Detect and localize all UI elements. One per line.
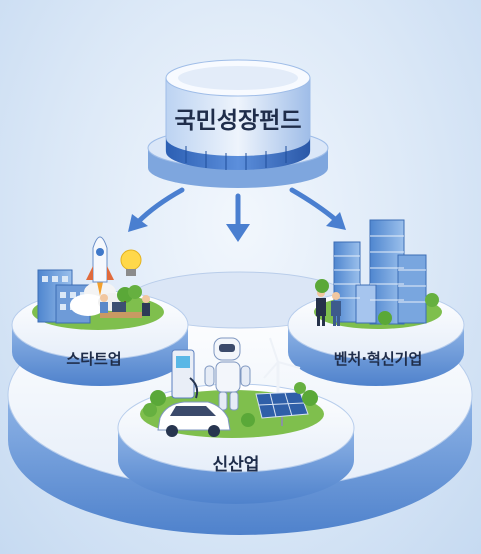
- electric-car-icon: [157, 401, 231, 437]
- lightbulb-icon: [120, 249, 142, 276]
- startup-label: 스타트업: [66, 350, 121, 368]
- arrow-to-industry: [226, 193, 250, 242]
- arrow-to-venture: [289, 187, 346, 230]
- startup-platform: 스타트업: [11, 236, 189, 386]
- industry-label: 신산업: [213, 455, 260, 475]
- venture-label: 벤처·혁신기업: [334, 350, 423, 368]
- venture-platform: 벤처·혁신기업: [287, 219, 465, 386]
- industry-platform: 신산업: [117, 337, 355, 504]
- rocket-icon: [70, 236, 126, 316]
- venture-trees: [315, 279, 439, 325]
- fund-cylinder: 국민성장펀드: [147, 59, 329, 188]
- arrow-to-startup: [128, 187, 185, 232]
- industry-trees: [143, 382, 318, 427]
- solar-panel-icon: [255, 391, 309, 426]
- flow-arrows: [128, 187, 346, 242]
- robot-icon: [204, 337, 251, 411]
- fund-label: 국민성장펀드: [175, 108, 302, 134]
- city-buildings: [333, 219, 427, 325]
- business-people: [316, 289, 341, 326]
- ev-charger-icon: [171, 349, 199, 399]
- startup-team: [100, 294, 150, 318]
